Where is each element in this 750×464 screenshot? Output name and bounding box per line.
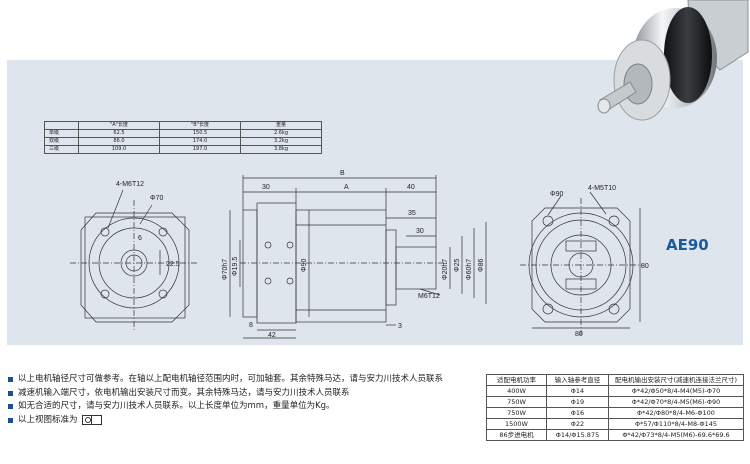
label-left-thread: 4-M6T12 [116,181,144,188]
table-row: 86步进电机 Φ14/Φ15.875 Φ*42/Φ73*8/4-M5(M6)-6… [486,429,744,441]
notes-list: 以上电机轴径尺寸可做参考。在轴以上配电机轴径范围内时，可加轴套。其余特殊马达，请… [8,373,443,427]
label-35: 35 [408,210,416,217]
note-item: 以上视图标准为 [8,414,443,428]
label-30b: 30 [416,228,424,235]
label-right-phi90: Φ90 [550,191,563,198]
label-left-dia: Φ70 [150,195,163,202]
table-row: 1500W Φ22 Φ*57/Φ110*8/4-M8-Φ145 [486,418,744,430]
label-8: 8 [249,322,253,329]
label-m6t12: M6T12 [418,293,440,300]
label-right-80a: 80 [575,331,583,338]
note-item: 减速机输入端尺寸，依电机输出安装尺寸而变。其余特殊马达，请与安力川技术人员联系 [8,387,443,401]
label-left-dim: 22.5 [166,261,180,268]
label-b: B [340,170,345,177]
table-row: 750W Φ19 Φ*42/Φ70*8/4-M5(M6)-Φ90 [486,396,744,408]
model-label: AE90 [666,236,709,254]
label-phi90: Φ90 [301,259,308,272]
front-view-input [70,189,198,330]
table-row: 三级 109.0 197.0 3.8kg [44,145,322,154]
label-phi20: Φ20h7 [442,259,449,280]
label-phi60: Φ60h7 [466,259,473,280]
label-phi86: Φ86 [478,259,485,272]
label-left-small: 6 [138,235,142,242]
bullet-icon [8,390,13,396]
table-row: 750W Φ16 Φ*42/Φ80*8/4-M6-Φ100 [486,407,744,419]
label-30a: 30 [262,184,270,191]
projection-symbol-icon [81,415,102,426]
table-row: 400W Φ14 Φ*42/Φ50*8/4-M4(M5)-Φ70 [486,385,744,397]
front-view-output [520,191,642,335]
label-a: A [344,184,349,191]
label-3: 3 [398,323,402,330]
label-42: 42 [268,332,276,339]
product-photo [597,0,749,121]
note-item: 以上电机轴径尺寸可做参考。在轴以上配电机轴径范围内时，可加轴套。其余特殊马达，请… [8,373,443,387]
label-phi70: Φ70h7 [222,259,229,280]
label-40: 40 [407,184,415,191]
length-weight-table: "A"长度 "B"长度 重量 单级 62.5 150.5 2.6kg 双级 86… [44,121,322,154]
label-phi25: Φ25 [454,259,461,272]
motor-adapter-table: 适配电机功率 输入轴参考直径 配电机输出安装尺寸(减速机连接法兰尺寸) 400W… [486,374,744,441]
label-phi195: Φ19.5 [232,257,239,276]
table-header-row: 适配电机功率 输入轴参考直径 配电机输出安装尺寸(减速机连接法兰尺寸) [486,374,744,386]
bullet-icon [8,404,13,410]
bullet-icon [8,417,13,423]
label-right-80b: 80 [641,263,649,270]
note-item: 如无合适的尺寸，请与安力川技术人员联系。以上长度单位为mm，重量单位为Kg。 [8,400,443,414]
label-right-thread: 4-M5T10 [588,185,616,192]
side-view [229,175,487,339]
bullet-icon [8,377,13,383]
